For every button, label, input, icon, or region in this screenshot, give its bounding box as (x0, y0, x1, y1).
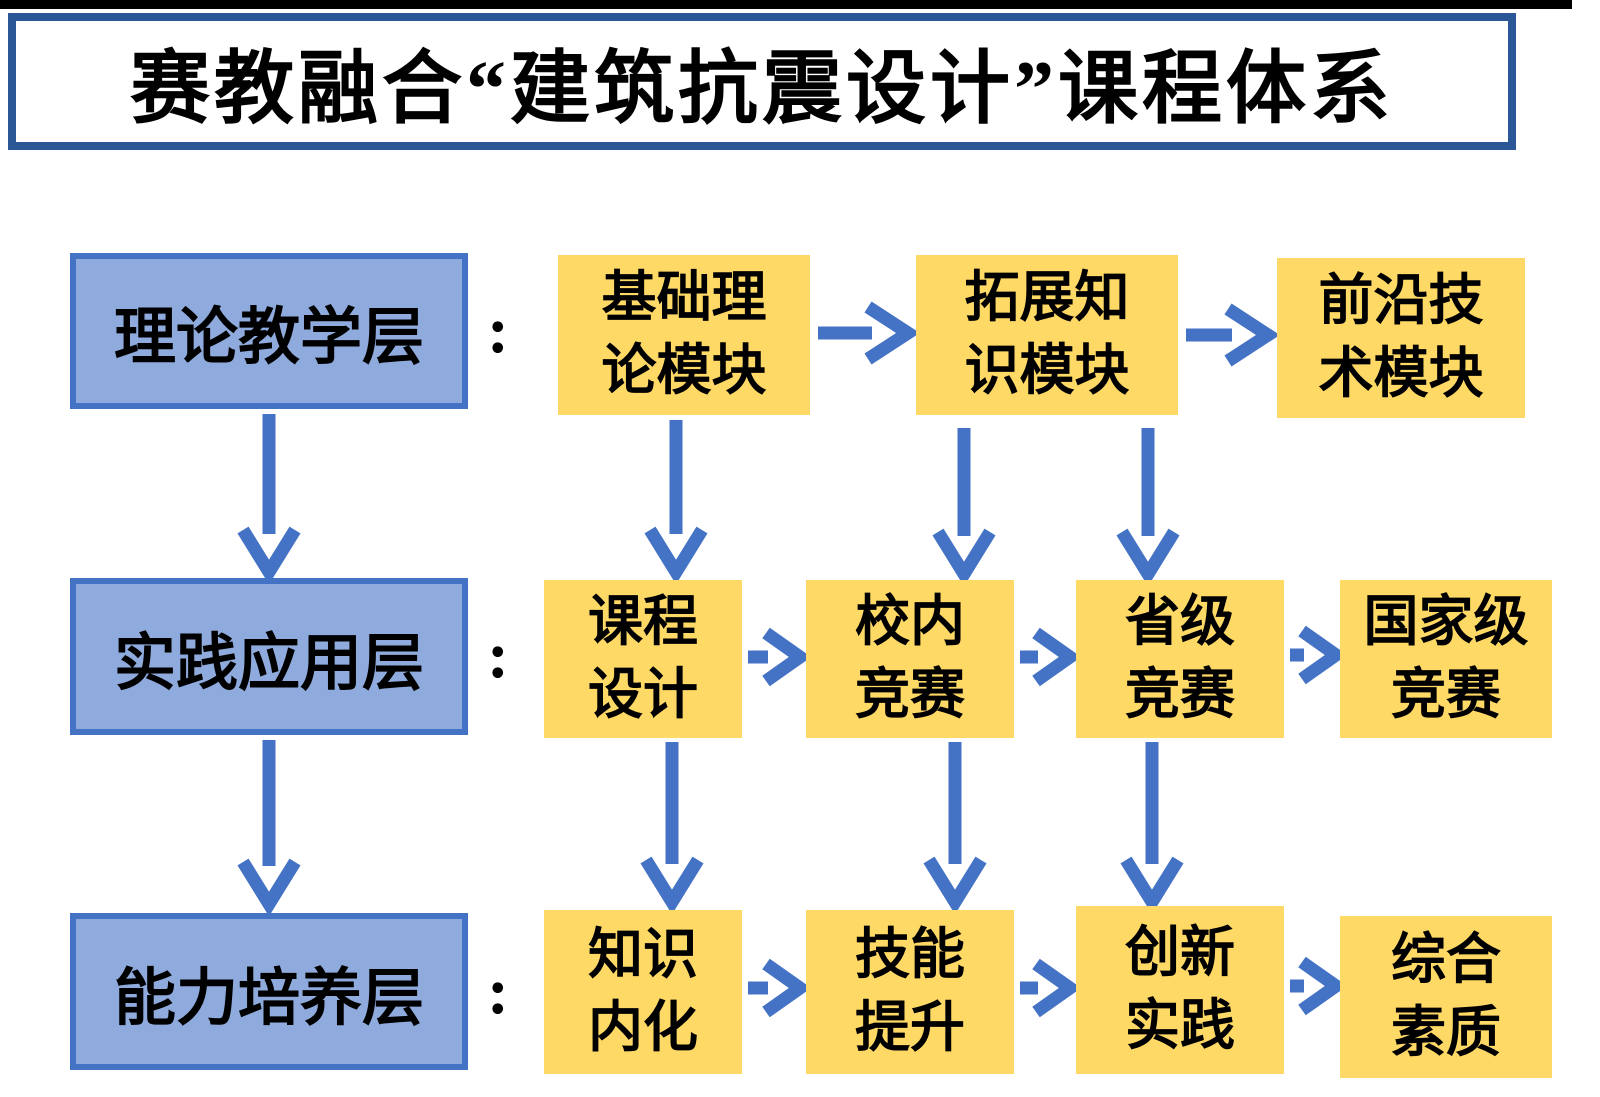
arrow-course-internalize (640, 742, 704, 915)
layer-label-ability: 能力培养层 (113, 964, 424, 1033)
arrow-expand-frontier (1186, 303, 1280, 367)
node-frontier-technology-module: 前沿技 术模块 (1277, 258, 1525, 418)
layer-box-theory: 理论教学层 (70, 253, 468, 409)
node-campus-competition: 校内 竞赛 (806, 580, 1014, 738)
arrow-expand-campus (932, 428, 996, 587)
node-provincial-competition: 省级 竞赛 (1076, 580, 1284, 738)
colon-ability: : (487, 955, 509, 1028)
layer-box-practice: 实践应用层 (70, 578, 468, 735)
node-expanded-knowledge-module: 拓展知 识模块 (916, 255, 1178, 415)
node-basic-theory-module: 基础理 论模块 (558, 255, 810, 415)
arrow-basic-expand (818, 301, 920, 365)
arrow-theory-practice (237, 414, 301, 585)
arrow-innovate-quality (1290, 956, 1348, 1016)
layer-box-ability: 能力培养层 (70, 913, 468, 1070)
colon-practice: : (487, 619, 509, 692)
arrow-expand-provincial (1116, 428, 1180, 587)
node-national-competition: 国家级 竞赛 (1340, 580, 1552, 738)
node-skill-improvement: 技能 提升 (806, 910, 1014, 1074)
layer-label-practice: 实践应用层 (113, 629, 424, 698)
arrow-internalize-skill (748, 958, 812, 1018)
arrow-campus-skill (923, 742, 987, 915)
arrow-basic-course (644, 420, 708, 585)
arrow-provincial-innovate (1120, 742, 1184, 915)
node-innovation-practice: 创新 实践 (1076, 906, 1284, 1074)
top-border-bar (0, 0, 1572, 9)
node-knowledge-internalization: 知识 内化 (544, 910, 742, 1074)
colon-theory: : (487, 294, 509, 367)
arrow-skill-innovate (1020, 958, 1082, 1018)
arrow-campus-provincial (1020, 627, 1082, 687)
layer-label-theory: 理论教学层 (113, 304, 424, 372)
node-course-design: 课程 设计 (544, 580, 742, 738)
arrow-provincial-national (1290, 625, 1348, 685)
title-box: 赛教融合“建筑抗震设计”课程体系 (8, 13, 1516, 150)
node-comprehensive-quality: 综合 素质 (1340, 916, 1552, 1078)
arrow-course-campus (748, 627, 812, 687)
diagram-title: 赛教融合“建筑抗震设计”课程体系 (130, 45, 1394, 134)
arrow-practice-ability (237, 740, 301, 917)
